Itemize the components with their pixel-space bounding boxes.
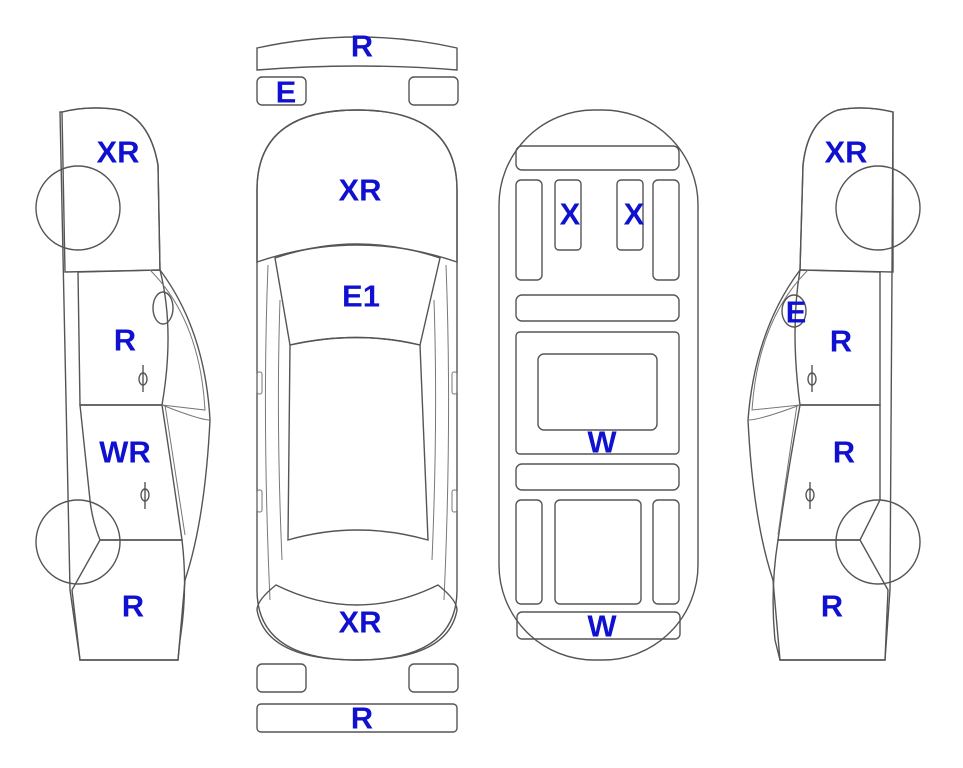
top-view: R E XR E1 XR R <box>256 29 459 736</box>
right-front-glass-panel[interactable] <box>799 107 894 273</box>
left-front-console <box>515 179 543 281</box>
front-windshield-panel[interactable] <box>256 109 458 263</box>
left-rear-mark <box>256 489 263 513</box>
left-side-windows <box>149 269 206 411</box>
rear-seat-area <box>554 499 642 605</box>
left-mirror-mark <box>256 371 263 395</box>
interior-view: X X W W <box>498 109 699 661</box>
trunk-floor-label: W <box>587 609 617 644</box>
right-front-console <box>652 179 680 281</box>
front-right-headlight-panel[interactable] <box>408 76 459 106</box>
right-rear-quarter-label: R <box>821 589 843 624</box>
right-front-door-label: R <box>833 435 855 470</box>
front-small-left-label: E <box>276 75 297 110</box>
interior-floor-label: W <box>587 425 617 460</box>
left-front-wheel <box>35 165 121 251</box>
left-side-body-outline <box>59 107 211 661</box>
right-front-fender-label: R <box>830 324 852 359</box>
left-front-door-label: WR <box>99 435 151 470</box>
interior-seat-left-label: X <box>560 197 581 232</box>
front-windshield-label: XR <box>338 173 381 208</box>
rear-glass-panel[interactable] <box>256 584 458 661</box>
left-door-window-line <box>164 404 186 536</box>
rear-bumper-label: R <box>351 701 373 736</box>
rear-glass-label: XR <box>338 605 381 640</box>
roof-panel <box>287 336 429 541</box>
right-front-glass-label: XR <box>824 135 867 170</box>
left-side-view: XR R WR R <box>35 107 211 661</box>
left-front-fender-label: R <box>114 323 136 358</box>
left-side-trim <box>264 264 271 601</box>
right-rear-mark <box>451 489 458 513</box>
right-rear-handle-knob <box>805 488 815 502</box>
interior-floor-panel[interactable] <box>515 331 680 455</box>
left-side-pillar <box>161 404 211 421</box>
right-front-handle-knob <box>807 372 817 386</box>
front-left-headlight-panel[interactable] <box>256 76 307 106</box>
rear-left-pocket <box>515 499 543 605</box>
right-mirror-panel[interactable] <box>781 294 807 328</box>
dashboard <box>515 145 680 171</box>
rear-left-light-panel[interactable] <box>256 663 307 693</box>
right-rear-quarter-panel[interactable] <box>772 539 889 661</box>
right-side-view: XR E R R R <box>747 107 921 661</box>
left-rear-quarter-label: R <box>122 589 144 624</box>
right-side-trim <box>443 264 450 601</box>
left-rear-quarter-panel[interactable] <box>71 539 186 661</box>
front-right-seat-panel[interactable] <box>616 179 644 251</box>
left-front-glass-panel[interactable] <box>61 107 161 273</box>
middle-bar <box>515 294 680 322</box>
left-front-handle-knob <box>138 372 148 386</box>
right-rear-wheel <box>835 499 921 585</box>
left-mirror <box>152 291 174 325</box>
right-side-body-outline <box>747 107 894 661</box>
right-mirror-mark <box>451 371 458 395</box>
trunk-floor-panel[interactable] <box>516 611 681 640</box>
right-side-windows <box>751 269 809 411</box>
interior-seat-right-label: X <box>624 197 645 232</box>
interior-body-outline <box>498 109 699 661</box>
left-door-line <box>277 299 283 561</box>
left-front-door-panel[interactable] <box>79 404 183 541</box>
right-front-wheel <box>835 165 921 251</box>
right-front-door-panel[interactable] <box>777 404 881 541</box>
hood-label: E1 <box>342 279 380 314</box>
interior-floor-inner <box>537 353 658 431</box>
left-rear-wheel <box>35 499 121 585</box>
rear-right-light-panel[interactable] <box>408 663 459 693</box>
front-bumper-label: R <box>351 29 373 64</box>
front-left-seat-panel[interactable] <box>554 179 582 251</box>
front-bumper-panel[interactable] <box>256 36 458 71</box>
right-side-pillar <box>747 404 801 421</box>
right-door-window-line <box>777 404 798 536</box>
right-door-line <box>431 299 437 561</box>
right-mirror-label: E <box>786 295 807 330</box>
left-rear-handle-knob <box>140 488 150 502</box>
rear-bumper-panel[interactable] <box>256 703 458 733</box>
rear-bar <box>515 463 680 491</box>
left-front-glass-label: XR <box>96 135 139 170</box>
rear-right-pocket <box>652 499 680 605</box>
